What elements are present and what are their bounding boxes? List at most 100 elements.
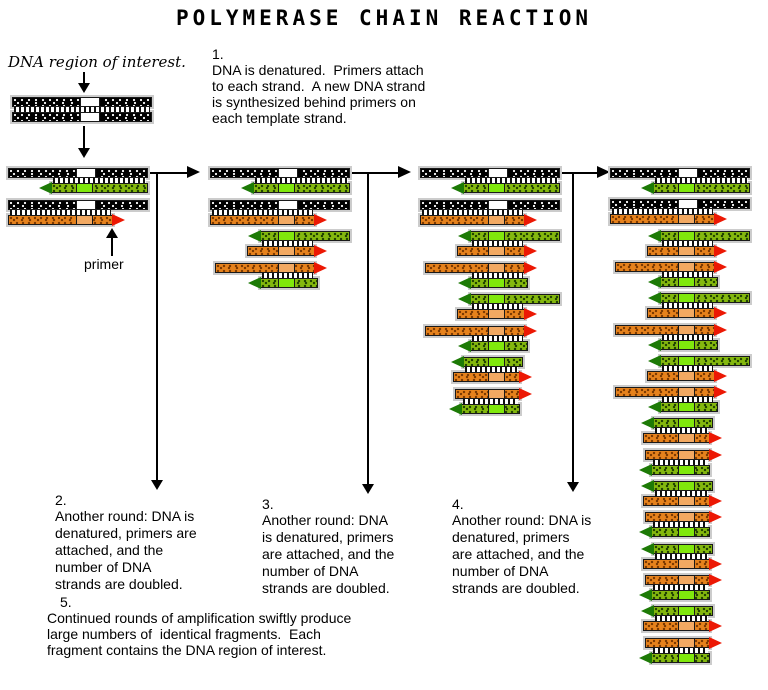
dna-duplex [610, 261, 766, 288]
primer-arrowhead-right [709, 574, 722, 586]
new-strand-orange [210, 214, 327, 226]
step-body: Another round: DNA is denatured, primers… [262, 512, 395, 596]
region-of-interest-label: DNA region of interest. [8, 53, 186, 71]
new-strand-orange [457, 308, 537, 320]
new-strand-green [451, 356, 523, 368]
region-of-interest-block [678, 293, 695, 303]
new-strand-green [458, 340, 528, 352]
new-strand-green [641, 543, 713, 555]
step-body: Another round: DNA is denatured, primers… [452, 512, 592, 596]
region-of-interest-block [488, 215, 505, 225]
dna-duplex [420, 200, 576, 226]
primer-label: primer [84, 256, 124, 272]
new-strand-green [639, 652, 710, 664]
region-of-interest-block [678, 231, 695, 241]
dna-duplex [610, 511, 766, 538]
primer-arrowhead-left [648, 230, 661, 242]
primer-arrowhead-left [641, 480, 654, 492]
base-pair-teeth [255, 178, 348, 183]
dna-duplex [610, 199, 766, 225]
flow-arrow-line [367, 173, 369, 486]
region-of-interest-block [678, 527, 695, 537]
primer-arrowhead-left [449, 403, 462, 415]
template-strand [610, 199, 750, 209]
primer-arrowhead-left [639, 526, 652, 538]
new-strand-green [39, 182, 148, 194]
base-pair-teeth [472, 273, 523, 278]
base-pair-teeth [465, 178, 558, 183]
arrowhead-down-icon [78, 83, 90, 93]
primer-arrowhead-right [524, 262, 537, 274]
flow-arrow-line [572, 173, 574, 484]
base-pair-teeth [14, 107, 150, 112]
base-pair-teeth [662, 366, 713, 371]
region-of-interest-block [278, 215, 295, 225]
base-pair-teeth [653, 648, 708, 653]
flow-arrow-line [552, 172, 599, 174]
dna-duplex [610, 605, 766, 632]
primer-arrowhead-left [639, 589, 652, 601]
region-of-interest-block [488, 231, 505, 241]
region-of-interest-block [76, 215, 93, 225]
new-strand-orange [457, 245, 537, 257]
base-pair-teeth [463, 399, 518, 404]
flow-arrow-line [83, 126, 85, 150]
step-number: 5. [60, 594, 72, 610]
primer-arrowhead-left [648, 292, 661, 304]
new-strand-green [241, 182, 350, 194]
new-strand-green [639, 464, 710, 476]
flow-arrow-line [111, 237, 113, 256]
region-of-interest-block [678, 590, 695, 600]
base-pair-teeth [655, 616, 708, 621]
step-body: DNA is denatured. Primers attach to each… [212, 62, 426, 126]
base-pair-teeth [655, 491, 708, 496]
region-of-interest-block [678, 340, 695, 350]
region-of-interest-block [678, 277, 695, 287]
flow-arrow-line [346, 172, 400, 174]
primer-arrowhead-left [248, 277, 261, 289]
new-strand-green [648, 276, 718, 288]
primer-arrowhead-right [714, 370, 727, 382]
primer-arrowhead-left [451, 356, 464, 368]
region-of-interest-gap [278, 168, 298, 178]
base-pair-teeth [655, 554, 708, 559]
new-strand-green [648, 355, 750, 367]
region-of-interest-block [678, 183, 695, 193]
arrowhead-right-icon [187, 166, 200, 178]
base-pair-teeth [655, 428, 708, 433]
new-strand-green [458, 293, 560, 305]
step-2-text: 2. Another round: DNA is denatured, prim… [55, 492, 197, 593]
new-strand-green [648, 292, 750, 304]
primer-arrowhead-left [648, 355, 661, 367]
dna-duplex [610, 355, 766, 382]
primer-arrowhead-right [709, 558, 722, 570]
arrowhead-right-icon [597, 166, 610, 178]
region-of-interest-block [488, 183, 505, 193]
dna-duplex [8, 168, 164, 194]
region-of-interest-block [488, 372, 505, 382]
region-of-interest-block [488, 357, 505, 367]
template-strand [210, 200, 350, 210]
dna-duplex [420, 168, 576, 194]
new-strand-orange [645, 637, 722, 649]
new-strand-orange [645, 574, 722, 586]
primer-arrowhead-right [314, 245, 327, 257]
primer-arrowhead-left [648, 339, 661, 351]
primer-arrowhead-right [714, 245, 727, 257]
base-pair-teeth [653, 460, 708, 465]
primer-arrowhead-left [241, 182, 254, 194]
primer-arrowhead-right [714, 324, 727, 336]
step-number: 4. [452, 496, 464, 512]
primer-arrowhead-left [648, 401, 661, 413]
flow-arrow-line [150, 172, 189, 174]
region-of-interest-block [678, 325, 695, 335]
base-pair-teeth [612, 209, 713, 214]
template-strand [8, 168, 148, 178]
flow-arrow-line [156, 173, 158, 482]
primer-arrowhead-left [639, 464, 652, 476]
region-of-interest-block [488, 326, 505, 336]
dna-duplex [610, 292, 766, 319]
primer-arrowhead-right [714, 386, 727, 398]
primer-arrowhead-right [524, 245, 537, 257]
new-strand-orange [455, 388, 532, 400]
